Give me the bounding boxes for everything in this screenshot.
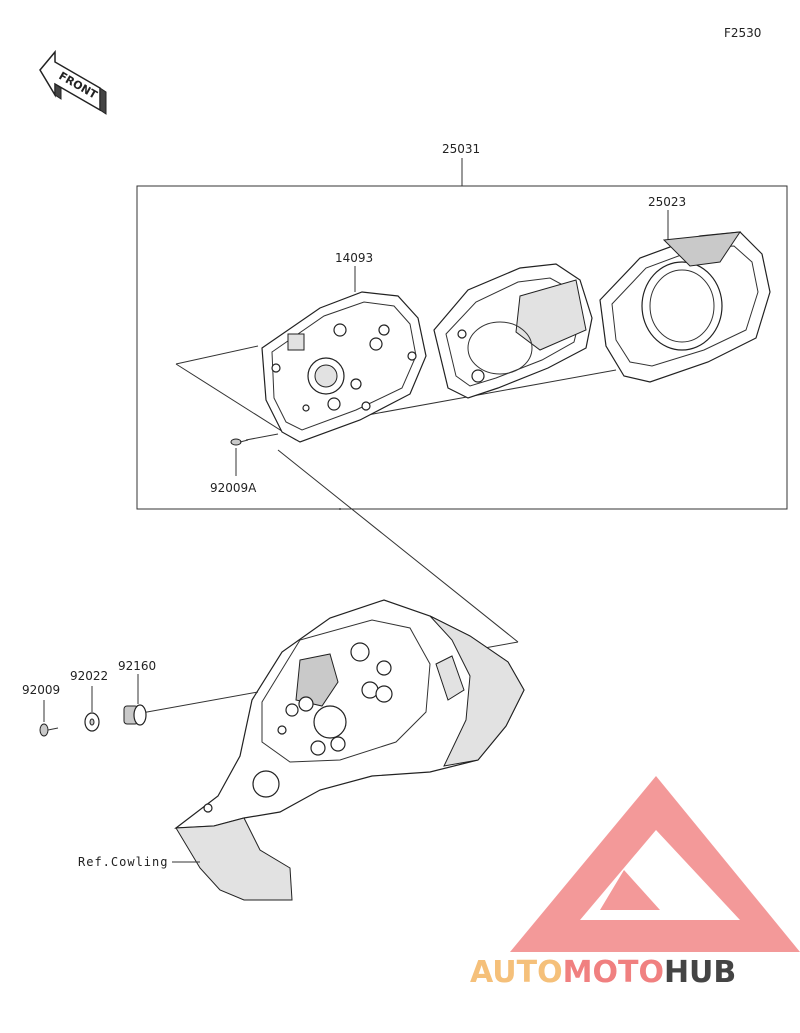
label-92160: 92160 xyxy=(118,659,156,673)
watermark-moto: MOTO xyxy=(563,955,664,990)
diagram-code: F2530 xyxy=(724,26,761,40)
label-14093: 14093 xyxy=(335,251,373,265)
meter-case-14093 xyxy=(261,291,427,443)
label-25031: 25031 xyxy=(442,142,480,156)
label-25023: 25023 xyxy=(648,195,686,209)
washer-92022 xyxy=(84,686,100,732)
label-92009: 92009 xyxy=(22,683,60,697)
meter-cover-25023 xyxy=(599,231,771,383)
screw-92009 xyxy=(39,700,59,737)
grommet-92160 xyxy=(123,674,147,726)
watermark-auto: AUTO xyxy=(470,955,563,990)
watermark-hub: HUB xyxy=(664,955,736,990)
watermark-text: AUTOMOTOHUB xyxy=(470,955,736,990)
cowling xyxy=(174,599,525,901)
watermark-logo xyxy=(510,776,800,952)
meter-unit xyxy=(433,263,593,399)
label-ref-cowling: Ref.Cowling xyxy=(78,855,168,869)
label-92022: 92022 xyxy=(70,669,108,683)
screw-92009a xyxy=(230,438,249,476)
label-92009a: 92009A xyxy=(210,481,257,495)
front-arrow-icon: FRONT xyxy=(39,49,107,115)
